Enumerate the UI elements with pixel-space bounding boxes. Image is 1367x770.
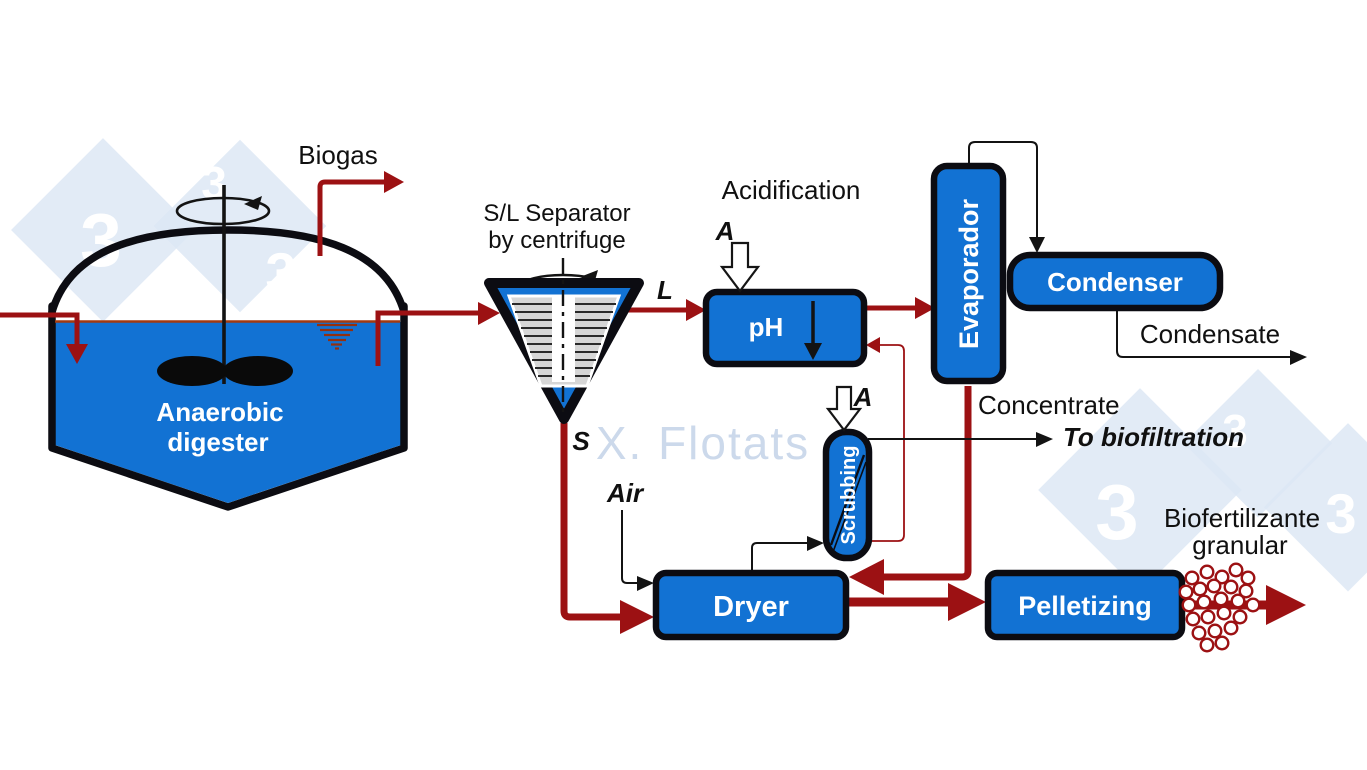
- ph-label: pH: [749, 312, 784, 342]
- watermark-digit: 3: [265, 241, 296, 304]
- condenser-label: Condenser: [1047, 267, 1183, 297]
- watermark-digit: 3: [1095, 468, 1138, 556]
- scrubbing-label: Scrubbing: [838, 446, 860, 545]
- watermark-digit: 3: [80, 198, 122, 282]
- digester-label-line1: Anaerobic: [156, 397, 283, 427]
- solid-to-dryer-arrowhead: [620, 600, 654, 634]
- concentrate-label: Concentrate: [978, 390, 1120, 420]
- watermark-diamond: [153, 139, 327, 313]
- biogas-arrowhead: [384, 171, 404, 193]
- dryer-to-scrubbing-line: [751, 542, 808, 571]
- condensate-line: [1116, 310, 1292, 358]
- stirrer-rotation-arrowhead: [244, 196, 262, 210]
- watermark-digit: 3: [1222, 405, 1248, 457]
- evaporator-to-condenser-arrowhead: [1029, 237, 1045, 253]
- digester-label-line2: digester: [167, 427, 268, 457]
- acidification-label: Acidification: [722, 175, 861, 205]
- level-indicator-icon: [317, 323, 357, 350]
- dryer-to-pelletizing-arrowhead: [948, 583, 986, 621]
- digester-outlet-arrowhead: [478, 302, 500, 325]
- digester-wall: [48, 302, 408, 511]
- acid-block-arrow-icon: [719, 241, 761, 293]
- flow-lines: [0, 171, 1306, 634]
- separator-label-line1: S/L Separator: [483, 200, 630, 227]
- biofertilizer-label-line1: Biofertilizante: [1164, 503, 1320, 533]
- gas-lines: [621, 141, 1307, 591]
- biogas-line: [317, 179, 390, 256]
- scrubbing-recycle-line: [868, 344, 905, 542]
- watermark-digit: 3: [1325, 482, 1356, 545]
- biofiltration-arrowhead: [1036, 432, 1053, 447]
- air-arrowhead: [637, 576, 654, 591]
- evaporator-unit: [930, 162, 1007, 385]
- scrubbing-recycle-arrowhead: [866, 337, 880, 353]
- watermark-diamond: [1263, 423, 1367, 592]
- solid-to-dryer-line: [560, 423, 622, 621]
- concentrate-arrowhead: [849, 559, 884, 595]
- evaporator-label: Evaporador: [954, 198, 984, 349]
- air-line: [621, 510, 640, 584]
- acid-input-label: A: [715, 216, 735, 246]
- liquid-stream-label: L: [657, 275, 673, 305]
- condensate-arrowhead: [1290, 350, 1307, 365]
- solid-stream-label: S: [572, 426, 590, 456]
- feed-inlet-line: [0, 312, 80, 346]
- dryer-to-scrubbing-arrowhead: [807, 536, 824, 551]
- scrubbing-group: Scrubbing: [822, 428, 873, 562]
- impeller-blade: [223, 356, 293, 386]
- liquid-outlet-arrowhead: [686, 299, 706, 321]
- biogas-label: Biogas: [298, 140, 378, 170]
- biofertilizer-label-line2: granular: [1192, 530, 1288, 560]
- to-biofiltration-label: To biofiltration: [1063, 422, 1244, 452]
- anaerobic-digester: Anaerobic digester: [48, 185, 408, 511]
- granules: [1178, 562, 1261, 653]
- ph-unit: [702, 288, 868, 368]
- scrubbing-packing-line: [832, 461, 867, 553]
- pelletizing-label: Pelletizing: [1018, 591, 1152, 621]
- digester-outlet-line: [375, 310, 478, 366]
- sl-separator: [484, 258, 644, 424]
- feed-inlet-arrowhead: [66, 344, 88, 364]
- condenser-unit: [1006, 251, 1224, 312]
- digester-liquid: [55, 322, 401, 503]
- evaporator-to-condenser-line: [968, 141, 1038, 240]
- scrubbing-packing-line: [829, 454, 866, 546]
- digester-dome: [48, 226, 408, 316]
- dryer-unit: [652, 569, 850, 641]
- impeller-blade: [157, 356, 227, 386]
- product-outlet-arrowhead: [1266, 585, 1306, 625]
- concentrate-line: [882, 386, 972, 581]
- scrub-input-label: A: [853, 382, 873, 412]
- ph-down-arrowhead: [804, 343, 822, 360]
- author-watermark: X. Flotats: [596, 417, 810, 469]
- condensate-label: Condensate: [1140, 319, 1280, 349]
- separator-label-line2: by centrifuge: [488, 227, 625, 254]
- dryer-label: Dryer: [713, 591, 789, 623]
- separator-feed-tube: [552, 296, 575, 382]
- ph-to-evaporator-arrowhead: [915, 297, 935, 319]
- air-label: Air: [606, 478, 645, 508]
- scrub-block-arrow-icon: [825, 385, 863, 432]
